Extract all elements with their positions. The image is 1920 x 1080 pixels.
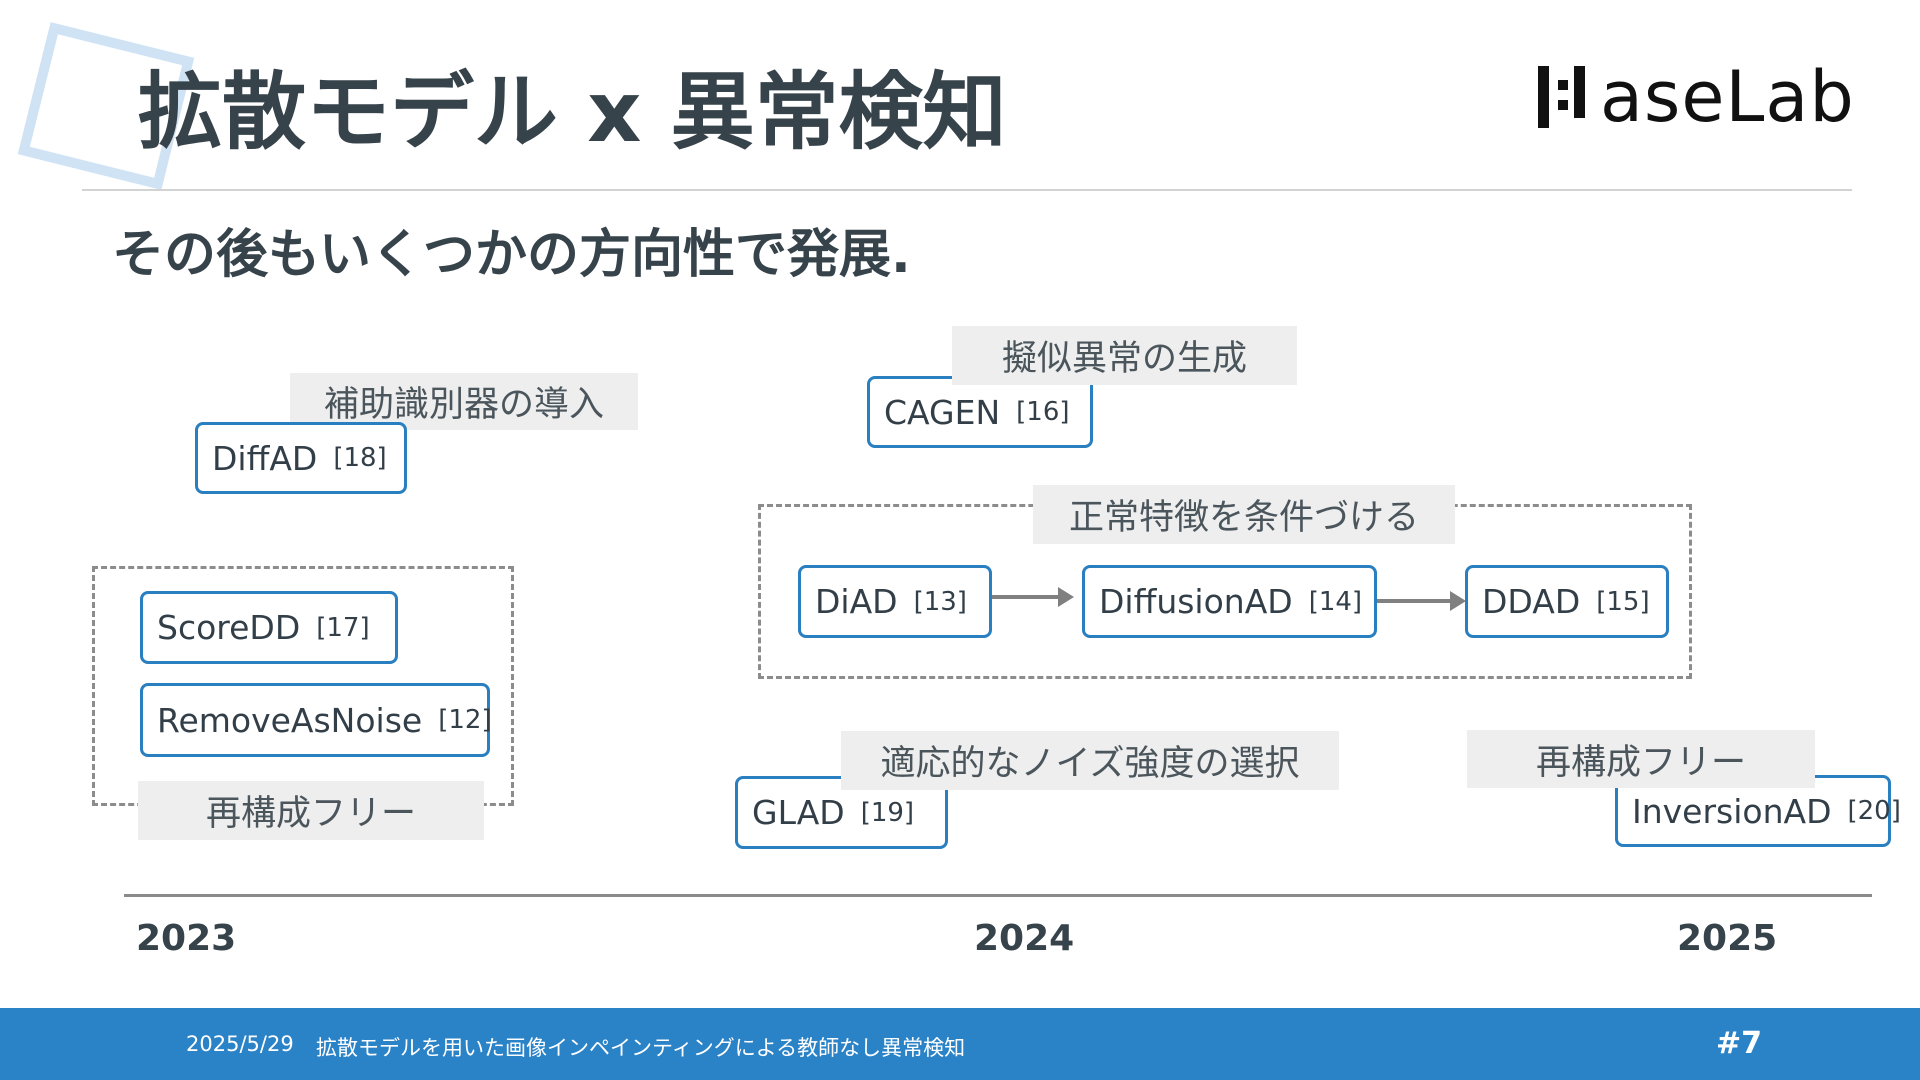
method-name: DDAD — [1482, 582, 1581, 621]
method-name: RemoveAsNoise — [157, 700, 423, 740]
method-box-cagen[interactable]: CAGEN [16] — [867, 376, 1093, 448]
label-aux-classifier: 補助識別器の導入 — [290, 373, 638, 430]
method-ref: [16] — [1016, 397, 1070, 427]
method-box-diffusionad[interactable]: DiffusionAD [14] — [1082, 565, 1377, 638]
label-recon-free-right: 再構成フリー — [1467, 730, 1815, 788]
method-ref: [20] — [1847, 796, 1901, 826]
arrow-diffusionad-to-ddad — [1377, 591, 1466, 611]
method-name: CAGEN — [884, 392, 1001, 432]
method-name: DiffAD — [212, 438, 318, 478]
label-recon-free-left: 再構成フリー — [138, 781, 484, 840]
lab-logo: aseLab — [1538, 56, 1854, 138]
method-name: DiffusionAD — [1099, 582, 1293, 621]
year-label-2023: 2023 — [136, 918, 237, 959]
page-title: 拡散モデル x 異常検知 — [138, 63, 1007, 161]
timeline-axis — [124, 894, 1872, 897]
footer-date: 2025/5/29 — [186, 1032, 294, 1056]
label-normal-feature: 正常特徴を条件づける — [1033, 485, 1455, 544]
logo-text: aseLab — [1600, 56, 1855, 138]
label-pseudo-anomaly: 擬似異常の生成 — [952, 326, 1297, 385]
method-box-removeasnoise[interactable]: RemoveAsNoise [12] — [140, 683, 492, 757]
method-ref: [15] — [1596, 586, 1650, 617]
method-name: ScoreDD — [157, 608, 301, 647]
method-box-diad[interactable]: DiAD [13] — [798, 565, 992, 638]
method-ref: [19] — [860, 797, 915, 828]
method-name: DiAD — [815, 582, 898, 621]
method-box-diffad[interactable]: DiffAD [18] — [195, 422, 407, 494]
slide-subtitle: その後もいくつかの方向性で発展. — [112, 225, 911, 285]
arrow-diad-to-diffusionad — [992, 587, 1074, 607]
title-divider — [82, 189, 1852, 191]
label-adaptive-noise: 適応的なノイズ強度の選択 — [841, 731, 1339, 790]
method-ref: [18] — [333, 443, 387, 473]
method-ref: [17] — [316, 612, 370, 643]
page-number: #7 — [1716, 1026, 1763, 1061]
method-ref: [13] — [913, 586, 967, 617]
method-name: InversionAD — [1632, 791, 1832, 831]
footer-bar — [0, 1008, 1920, 1080]
footer-title: 拡散モデルを用いた画像インペインティングによる教師なし異常検知 — [316, 1036, 966, 1060]
method-ref: [12] — [438, 705, 492, 735]
method-box-scoredd[interactable]: ScoreDD [17] — [140, 591, 398, 664]
year-label-2025: 2025 — [1677, 918, 1778, 959]
method-name: GLAD — [752, 793, 845, 832]
method-ref: [14] — [1308, 586, 1363, 617]
logo-mark-icon — [1538, 66, 1586, 128]
method-box-ddad[interactable]: DDAD [15] — [1465, 565, 1669, 638]
year-label-2024: 2024 — [974, 918, 1075, 959]
